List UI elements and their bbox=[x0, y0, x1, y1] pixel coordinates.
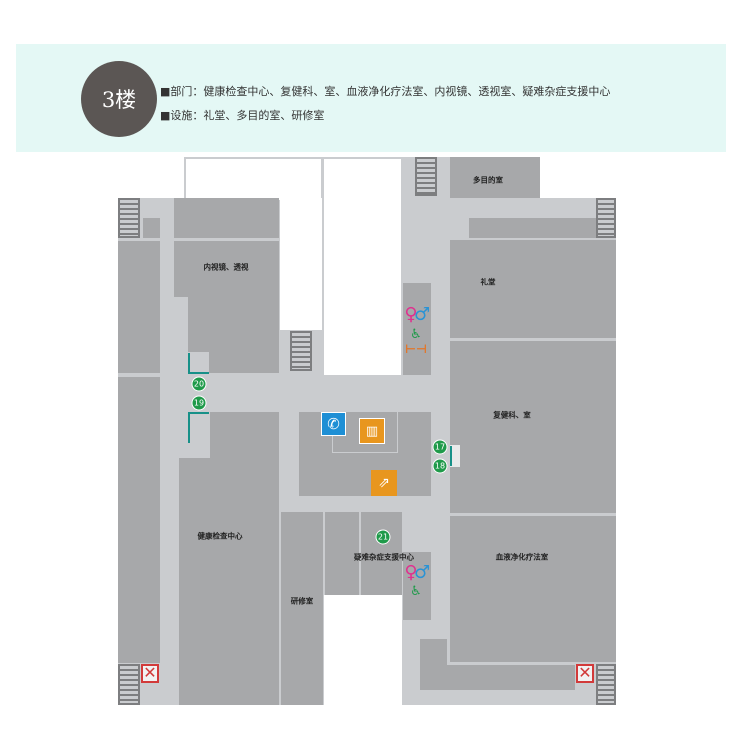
wheelchair-icon: ♿ bbox=[410, 327, 422, 342]
room-auditorium[interactable] bbox=[450, 240, 616, 338]
room-endoscopy[interactable] bbox=[174, 241, 279, 297]
wheelchair-icon: ♿ bbox=[410, 584, 422, 599]
room bbox=[174, 198, 279, 238]
courtyard bbox=[322, 157, 403, 375]
location-marker-21[interactable]: 21 bbox=[375, 529, 391, 545]
stairs-icon bbox=[596, 664, 616, 705]
elevator-icon: ▥ bbox=[359, 418, 385, 444]
label-health-check: 健康检查中心 bbox=[197, 531, 243, 541]
room-dialysis[interactable] bbox=[450, 516, 616, 662]
stairs-icon bbox=[415, 157, 437, 196]
label-training: 研修室 bbox=[290, 596, 314, 606]
departments-line: ■部门：健康检查中心、复健科、室、血液净化疗法室、内视镜、透视室、疑难杂症支援中… bbox=[160, 85, 611, 98]
label-dialysis: 血液净化疗法室 bbox=[495, 552, 549, 562]
stairs-icon bbox=[596, 198, 616, 238]
room bbox=[143, 218, 160, 238]
escalator-icon: ⇗ bbox=[371, 470, 397, 496]
location-marker-17[interactable]: 17 bbox=[432, 439, 448, 455]
label-rehab: 复健科、室 bbox=[493, 410, 531, 420]
entrance bbox=[450, 445, 460, 467]
courtyard bbox=[280, 198, 322, 330]
location-marker-20[interactable]: 20 bbox=[191, 376, 207, 392]
entrance-marker bbox=[188, 372, 209, 374]
baby-changing-icon: ⊢⊣ bbox=[405, 342, 427, 356]
male-restroom-icon: ♂ bbox=[413, 561, 431, 583]
courtyard bbox=[324, 595, 402, 710]
room-health-check[interactable] bbox=[179, 458, 279, 705]
stairs-icon bbox=[290, 331, 312, 371]
female-restroom-icon: ♀ bbox=[404, 303, 418, 325]
courtyard bbox=[184, 157, 323, 200]
floor-badge: 3楼 bbox=[81, 61, 157, 137]
entrance-marker bbox=[188, 353, 190, 374]
room-health-check[interactable] bbox=[210, 412, 279, 460]
no-entry-icon: ✕ bbox=[576, 664, 594, 683]
room-multipurpose[interactable] bbox=[450, 157, 540, 198]
location-marker-18[interactable]: 18 bbox=[432, 458, 448, 474]
phone-icon: ✆ bbox=[321, 412, 346, 436]
entrance-marker bbox=[450, 446, 452, 466]
label-multipurpose: 多目的室 bbox=[473, 175, 503, 185]
restroom-block bbox=[403, 552, 431, 620]
room bbox=[118, 377, 160, 663]
room bbox=[325, 512, 359, 595]
no-entry-icon: ✕ bbox=[141, 664, 159, 683]
label-difficult-disease: 疑难杂症支援中心 bbox=[354, 552, 414, 562]
label-auditorium: 礼堂 bbox=[480, 277, 496, 287]
female-restroom-icon: ♀ bbox=[404, 561, 418, 583]
entrance bbox=[188, 352, 209, 373]
stairs-icon bbox=[118, 198, 140, 238]
entrance-marker bbox=[188, 412, 209, 414]
male-restroom-icon: ♂ bbox=[413, 303, 431, 325]
room-difficult-disease[interactable] bbox=[361, 512, 402, 595]
location-marker-19[interactable]: 19 bbox=[191, 395, 207, 411]
stairs-icon bbox=[118, 664, 140, 705]
room bbox=[420, 665, 575, 690]
restroom-block bbox=[403, 283, 431, 375]
room bbox=[118, 241, 160, 373]
room-rehab[interactable] bbox=[450, 341, 616, 513]
facilities-line: ■设施：礼堂、多目的室、研修室 bbox=[160, 109, 325, 122]
room-training[interactable] bbox=[281, 512, 323, 705]
entrance-marker bbox=[188, 412, 190, 443]
room bbox=[469, 218, 600, 238]
label-endoscopy: 内视镜、透视 bbox=[203, 262, 249, 272]
